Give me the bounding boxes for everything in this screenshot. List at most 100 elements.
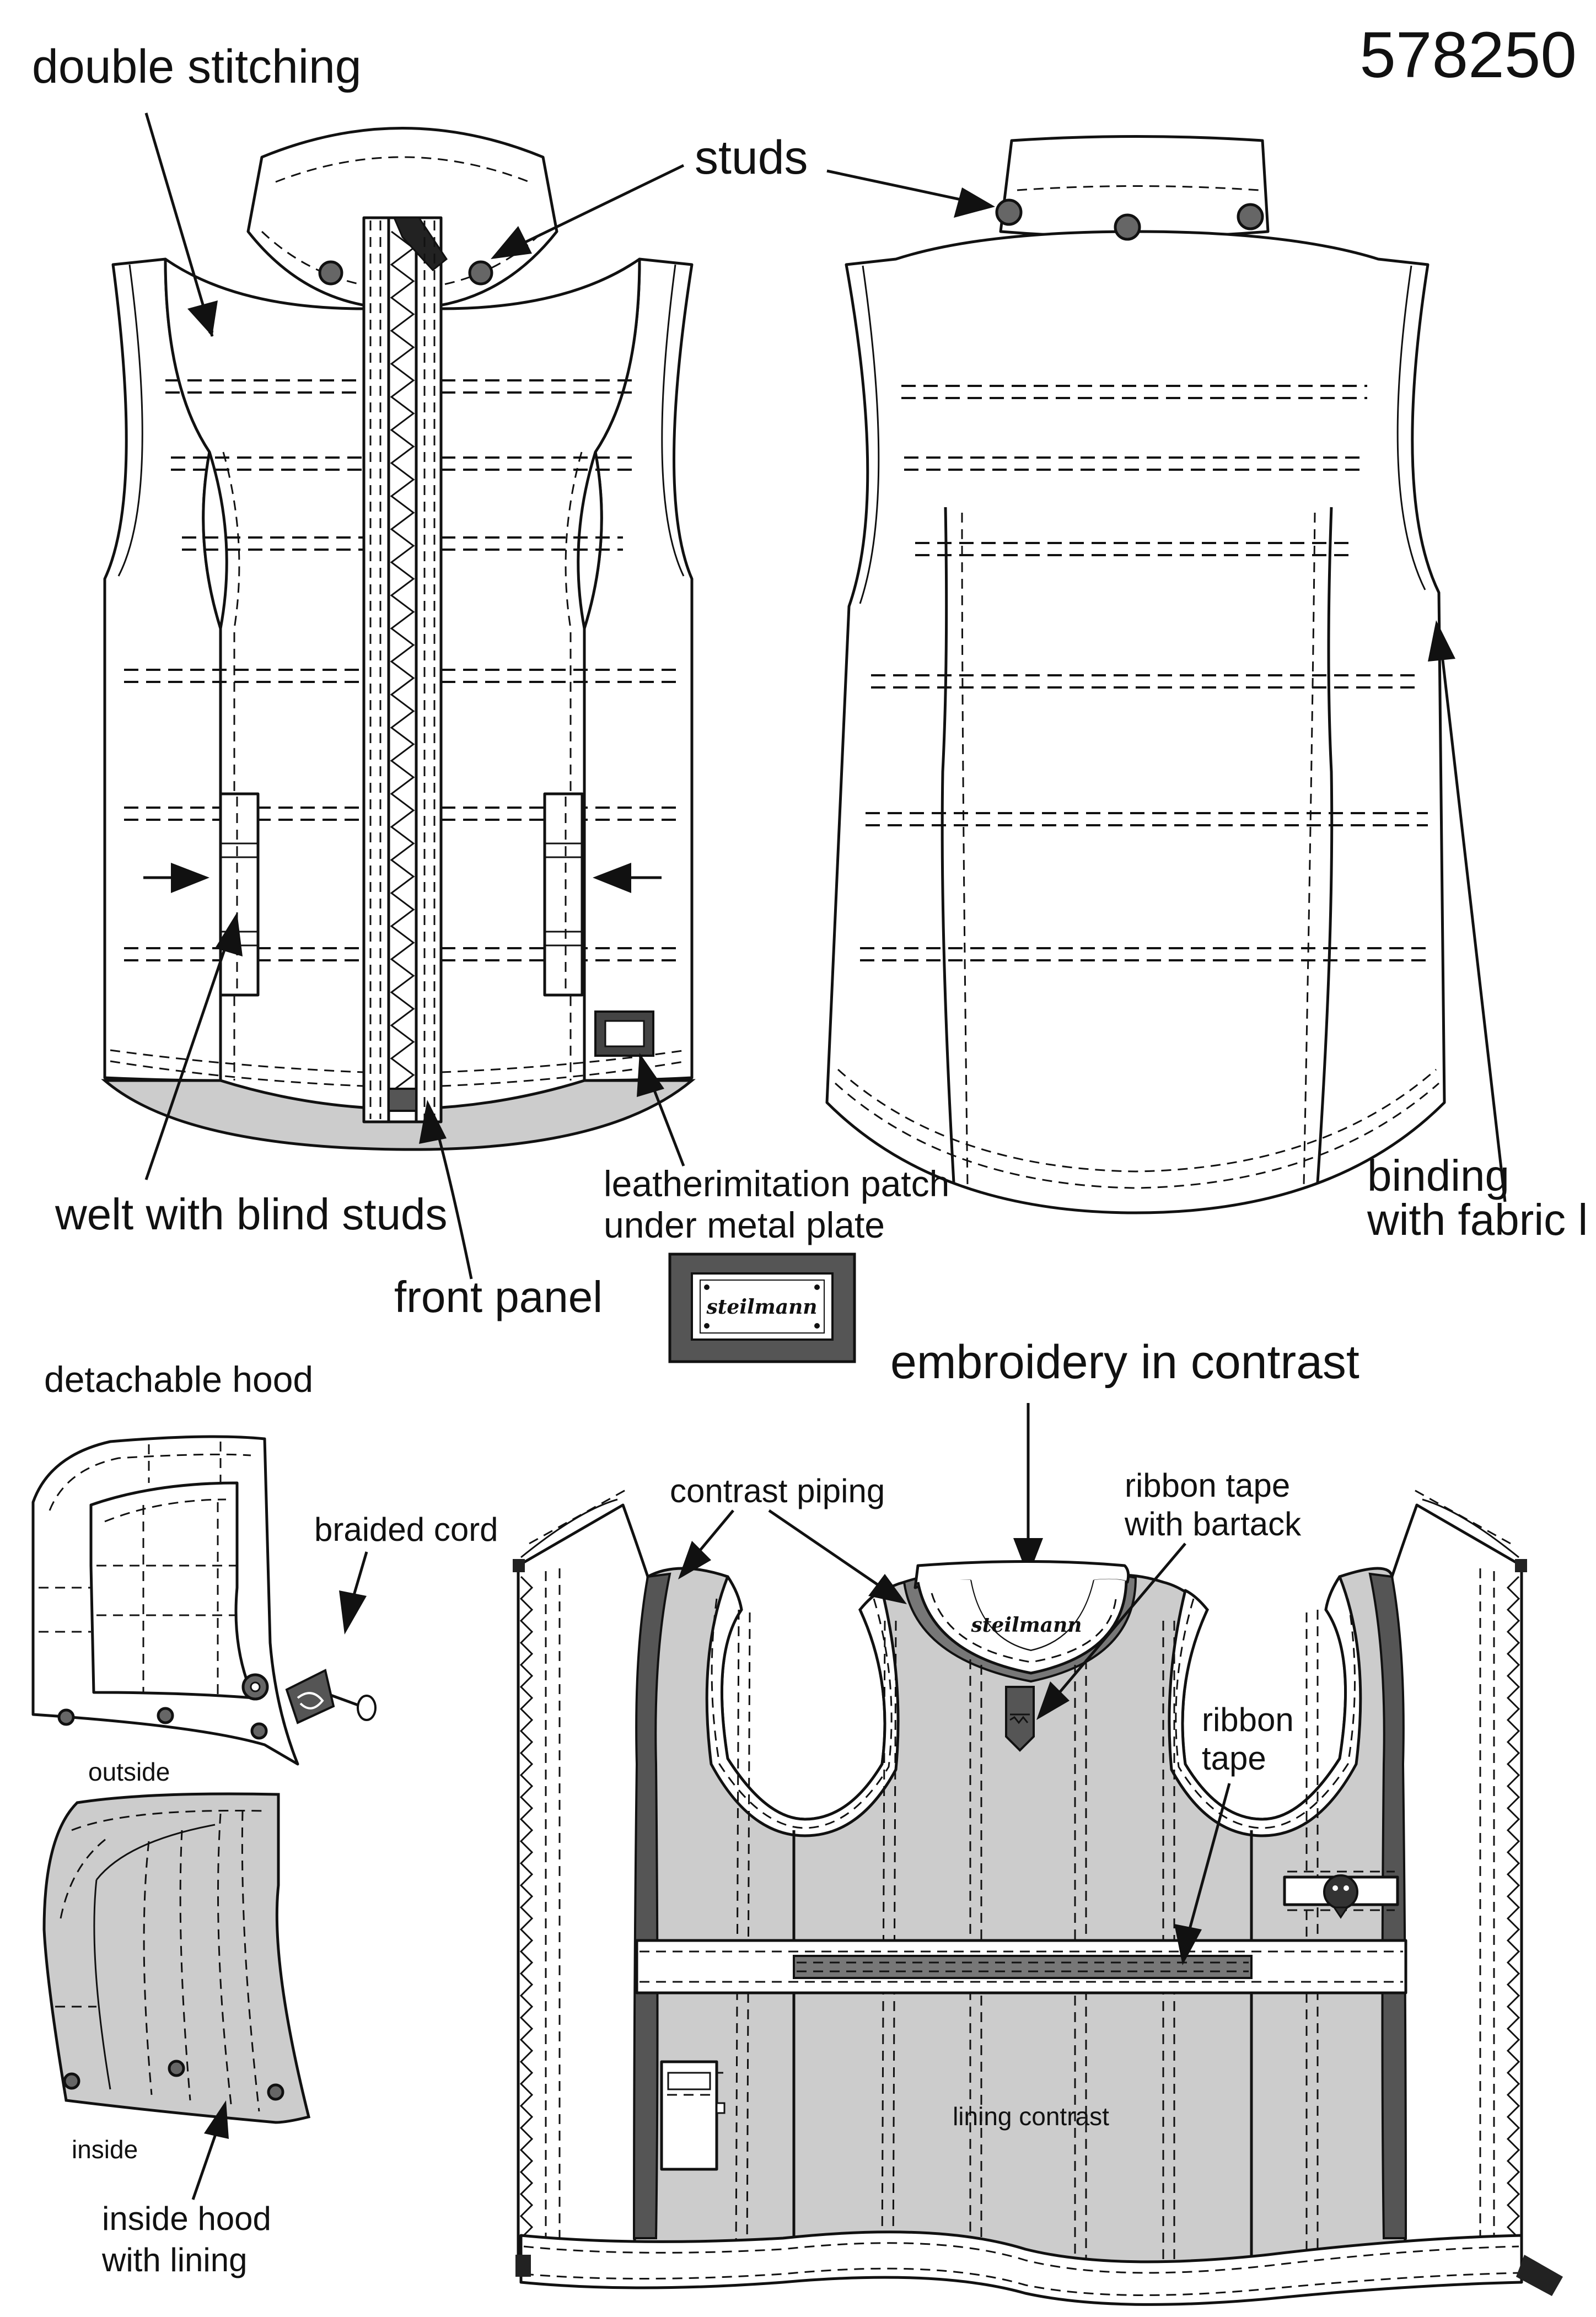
vest-inside-view: steilmann: [513, 1487, 1563, 2306]
stud-icon: [318, 260, 343, 286]
arrow-ribbon-tape: [1186, 1783, 1231, 1936]
arrow-front-panel: [434, 1124, 473, 1280]
stud-icon: [63, 2072, 80, 2090]
zip-edge-left: [519, 1576, 534, 2239]
stud-icon: [468, 260, 493, 286]
back-collar-stitch: [1017, 185, 1260, 191]
arrow-patch: [649, 1080, 685, 1166]
stud-icon: [157, 1707, 174, 1724]
welt-right: [543, 792, 584, 997]
label-binding-line2: with fabric l: [1367, 1195, 1588, 1244]
ribbon-tape-button: [1283, 1870, 1399, 1919]
front-armhole-binding-left: [117, 264, 143, 577]
back-armhole-binding-right: [1396, 265, 1426, 590]
stud-icon: [57, 1708, 75, 1726]
arrow-studs-back: [826, 169, 982, 206]
metal-plate-detail: steilmann: [668, 1252, 856, 1363]
label-welt-with-blind-studs: welt with blind studs: [55, 1190, 447, 1239]
armhole-binding-left: [705, 1575, 900, 1837]
embroidered-brand-text: steilmann: [971, 1614, 1082, 1637]
front-panel-left-strip: [362, 216, 390, 1123]
label-embroidery-in-contrast: embroidery in contrast: [890, 1336, 1359, 1389]
arrowhead: [171, 863, 209, 893]
arrow-studs-front: [501, 164, 685, 255]
back-seam-left-stitch: [961, 512, 969, 1186]
arrow-contrast-piping-right: [768, 1509, 883, 1589]
ribbon-tape-strip: [793, 1955, 1253, 1979]
inside-pocket: [660, 2060, 726, 2171]
zipper-bottom-stop: [388, 1088, 417, 1112]
arrow-double-stitching: [144, 112, 214, 337]
button-icon: [1323, 1874, 1358, 1910]
arrowhead: [187, 300, 218, 336]
back-seam-right: [1316, 507, 1334, 1183]
inside-left-shell: [517, 1503, 649, 2273]
label-front-panel: front panel: [394, 1272, 603, 1321]
label-studs: studs: [695, 131, 808, 184]
stud-icon: [1114, 213, 1141, 241]
arrowhead: [1013, 1538, 1043, 1577]
vest-back-view: [825, 135, 1446, 1214]
arrowhead: [339, 1590, 367, 1635]
front-collar-stitch: [275, 156, 530, 183]
arrowhead: [954, 187, 995, 218]
hood-outside-view: [31, 1435, 299, 1766]
label-hood-inside: inside: [72, 2135, 138, 2164]
stud-icon: [267, 2083, 284, 2101]
label-hood-outside: outside: [88, 1757, 170, 1786]
label-detachable-hood: detachable hood: [44, 1359, 313, 1400]
braided-cord-stopper: [285, 1669, 377, 1724]
label-ribbon-tape-line1: ribbon: [1202, 1701, 1294, 1738]
label-patch-line1: leatherimitation patch: [604, 1163, 949, 1204]
label-ribbon-tape-line2: tape: [1202, 1740, 1266, 1777]
arrowhead: [419, 1100, 447, 1144]
zipper-pull: [393, 217, 448, 272]
front-armhole-binding-right: [661, 264, 685, 577]
back-hem-stitch: [837, 1068, 1437, 1173]
arrow-ribbon-tape-bartack: [1049, 1542, 1186, 1705]
brand-logo-text: steilmann: [706, 1295, 818, 1319]
arrowhead: [1174, 1924, 1202, 1965]
front-seam-right-stitch: [565, 451, 583, 1080]
inside-right-shell: [1390, 1503, 1523, 2273]
front-seam-right: [577, 451, 597, 629]
arrow-inside-hood: [191, 2127, 219, 2200]
arrowhead: [204, 2100, 229, 2139]
back-seam-left: [941, 507, 955, 1183]
label-ribbon-tape-bartack-line2: with bartack: [1124, 1506, 1302, 1542]
label-double-stitching: double stitching: [32, 40, 362, 93]
arrowhead: [491, 226, 532, 259]
back-body: [825, 230, 1446, 1214]
arrow-braided-cord: [351, 1551, 368, 1599]
front-hem-stitch: [110, 1049, 687, 1073]
arrowhead: [1428, 620, 1455, 662]
armhole-binding-right: [1168, 1575, 1362, 1837]
hanger-loop-icon: [1005, 1686, 1035, 1752]
label-patch-line2: under metal plate: [604, 1205, 885, 1245]
stud-icon: [250, 1722, 268, 1740]
article-number: 578250: [1359, 19, 1577, 92]
back-quilt-stitching: [860, 385, 1433, 961]
front-hem-stitch-2: [110, 1060, 687, 1087]
zipper-teeth: [390, 230, 415, 1093]
stud-icon: [1237, 203, 1264, 230]
label-binding-line1: binding: [1367, 1151, 1509, 1200]
hood-inside-view: [42, 1792, 311, 2124]
label-ribbon-tape-bartack-line1: ribbon tape: [1125, 1467, 1290, 1504]
arrowhead: [215, 912, 243, 956]
neck-outline: [916, 1580, 1128, 1675]
back-armhole-binding-left: [859, 265, 880, 604]
label-inside-hood-line2: with lining: [101, 2241, 247, 2278]
label-braided-cord: braided cord: [314, 1511, 498, 1548]
arrow-binding: [1440, 650, 1507, 1202]
inside-left-shoulder: [520, 1498, 618, 1558]
contrast-piping-left: [632, 1572, 671, 2239]
stud-icon: [995, 198, 1023, 226]
arrowhead: [868, 1574, 907, 1604]
inside-right-shoulder: [1422, 1498, 1519, 1558]
front-panel-right-strip: [415, 216, 443, 1123]
label-inside-hood-line1: inside hood: [102, 2200, 271, 2237]
label-lining-contrast: lining contrast: [953, 2102, 1109, 2131]
arrowhead: [637, 1053, 664, 1097]
